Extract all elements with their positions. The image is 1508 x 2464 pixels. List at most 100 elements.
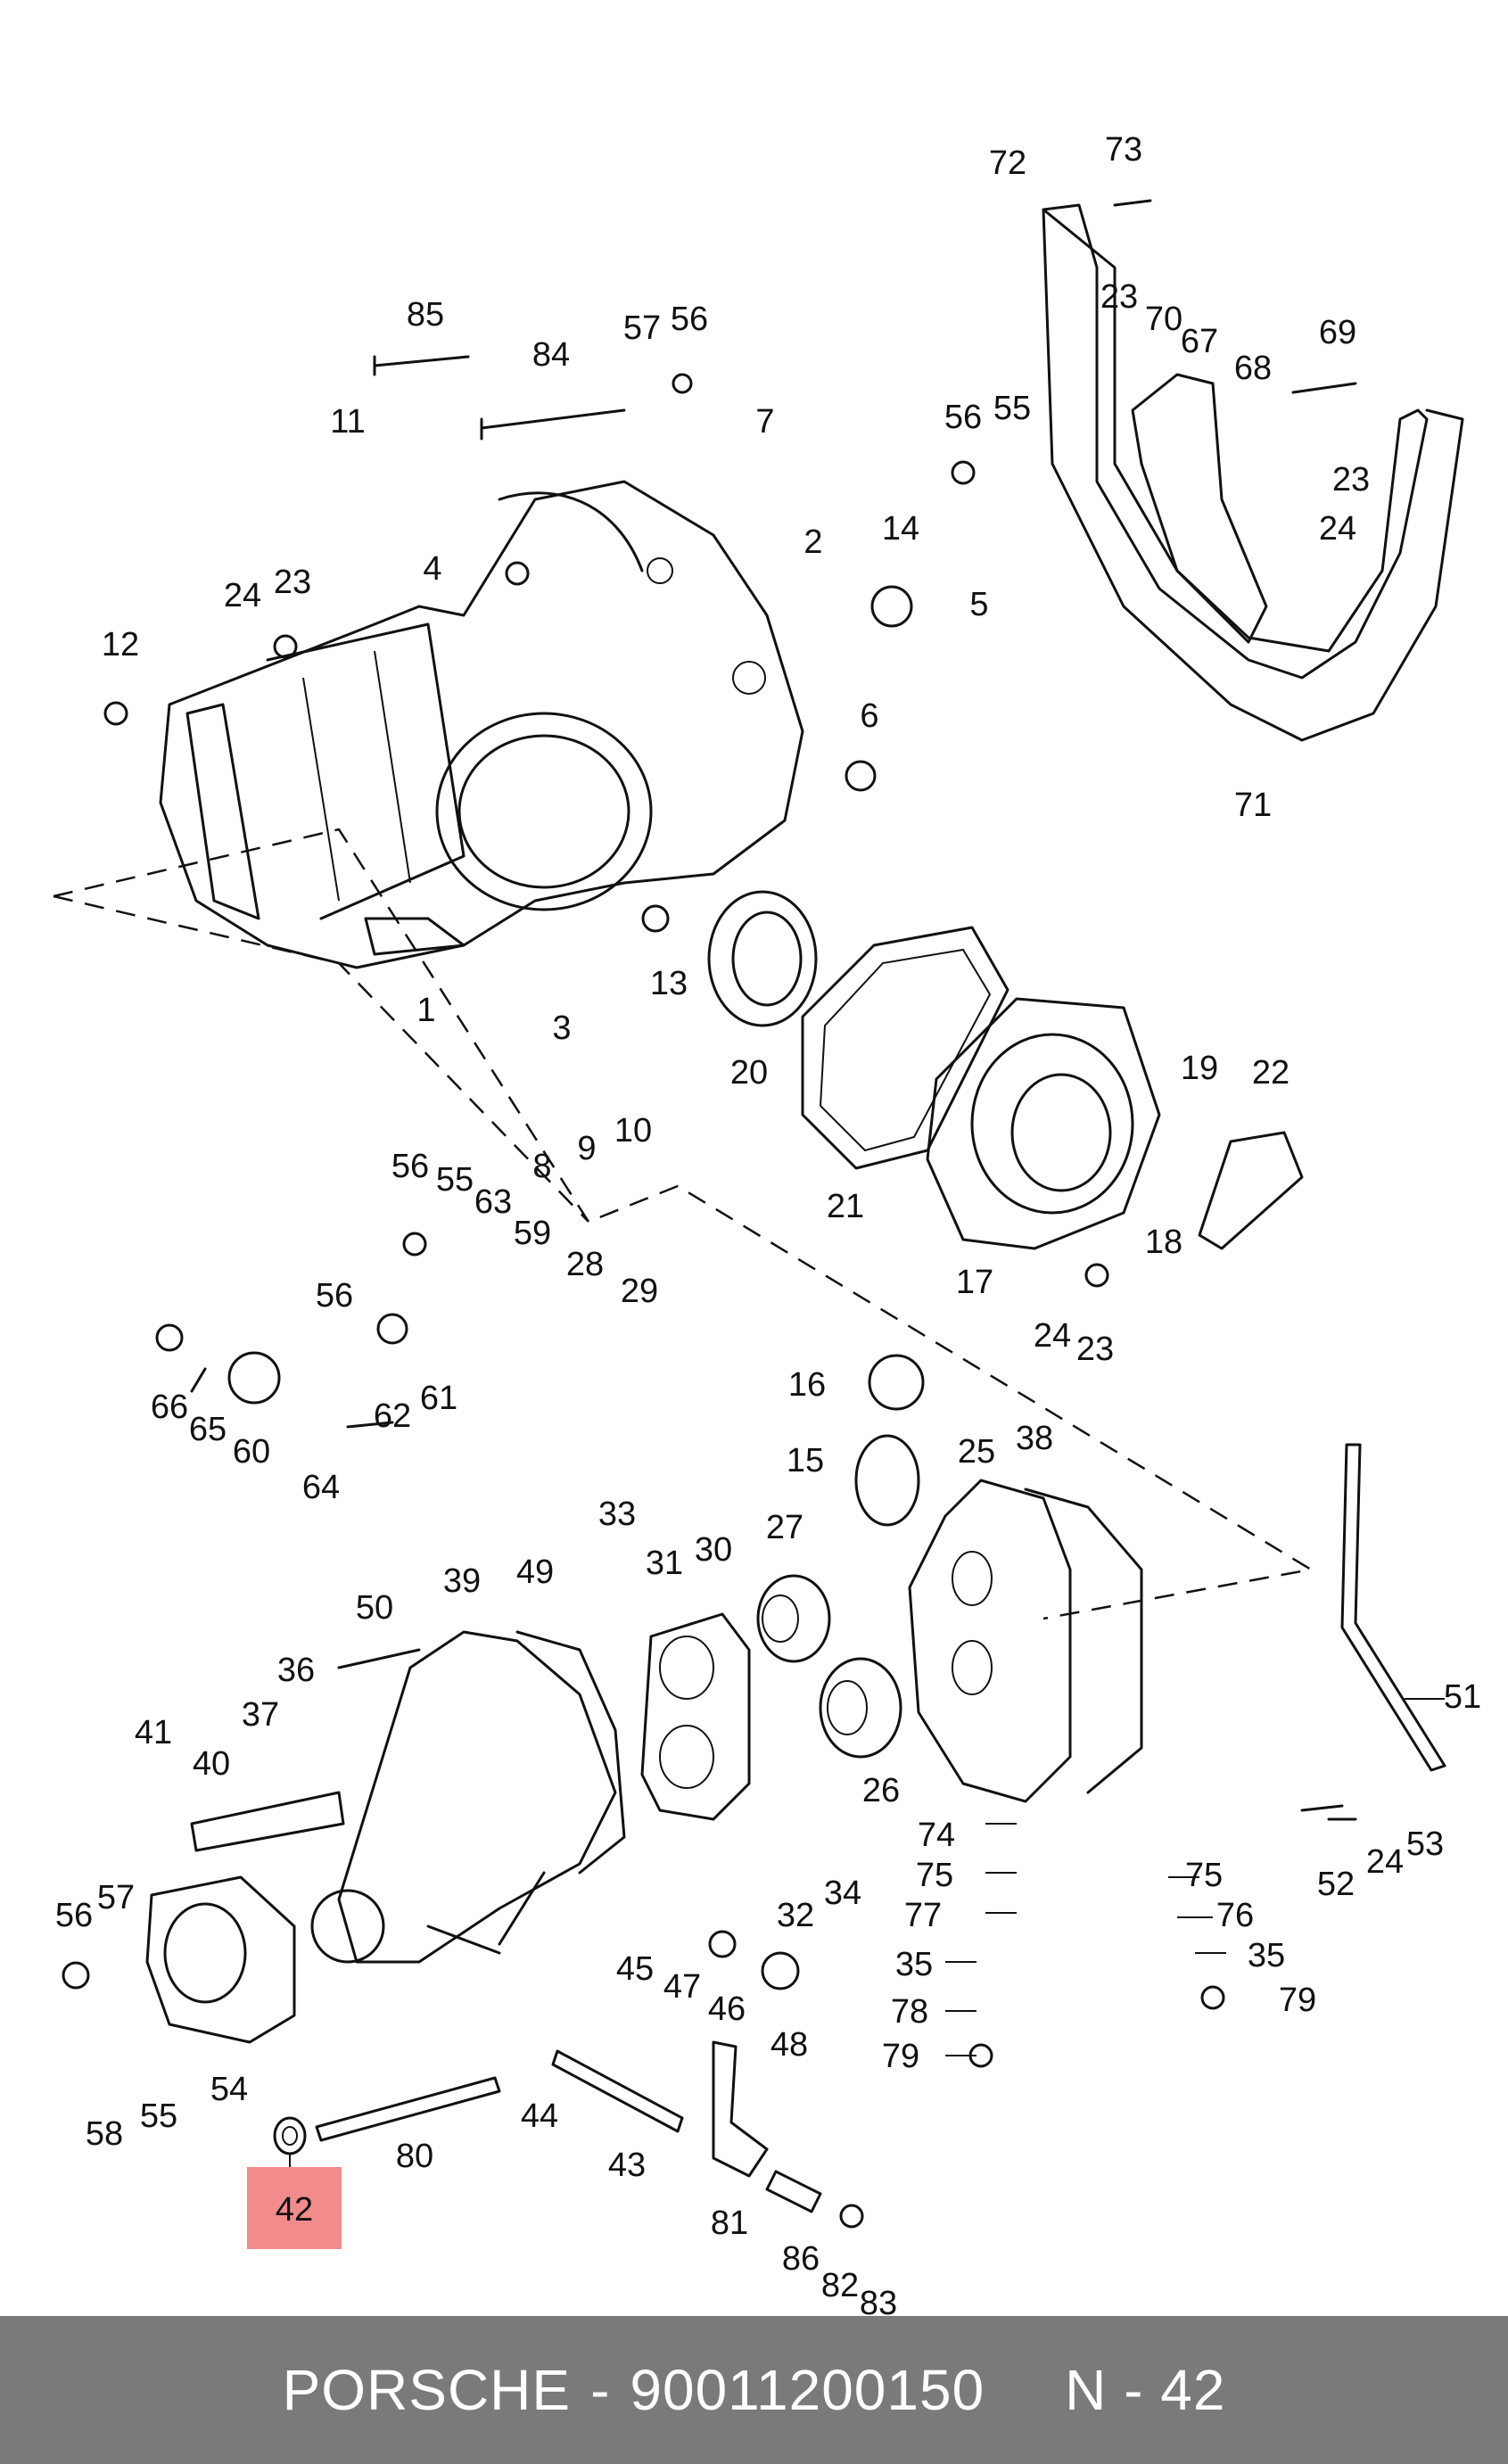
callout-12: 12 — [102, 626, 139, 663]
callout-50: 50 — [356, 1589, 393, 1627]
callout-74: 74 — [918, 1817, 955, 1854]
callout-5: 5 — [969, 586, 988, 623]
callout-55: 55 — [140, 2097, 177, 2135]
callout-11: 11 — [330, 403, 365, 441]
callout-24: 24 — [224, 577, 261, 614]
callout-40: 40 — [193, 1745, 230, 1783]
callout-66: 66 — [151, 1389, 188, 1426]
callout-54: 54 — [210, 2071, 248, 2108]
end-cover — [145, 1875, 296, 2044]
brand-name: PORSCHE — [282, 2358, 572, 2422]
diagram-position: N - 42 — [1065, 2358, 1226, 2422]
callout-69: 69 — [1319, 314, 1356, 351]
brand-separator: - — [590, 2358, 611, 2422]
assembly-boundary-lower — [53, 894, 589, 1223]
callout-84: 84 — [532, 336, 570, 374]
callout-86: 86 — [782, 2240, 820, 2278]
callout-46: 46 — [708, 1990, 746, 2028]
part-footer-bar: PORSCHE-90011200150 N - 42 — [0, 2316, 1508, 2464]
callout-4: 4 — [423, 550, 441, 588]
part-number: 90011200150 — [630, 2358, 985, 2422]
gasket-21 — [801, 926, 1009, 1170]
callout-35: 35 — [895, 1946, 933, 1983]
callout-42: 42 — [276, 2191, 313, 2229]
bearing-27 — [756, 1574, 831, 1663]
callout-13: 13 — [650, 965, 688, 1002]
callout-25: 25 — [958, 1433, 995, 1471]
callout-29: 29 — [621, 1273, 658, 1310]
callout-19: 19 — [1181, 1050, 1218, 1087]
bearing-26 — [819, 1657, 902, 1759]
callout-32: 32 — [777, 1897, 814, 1934]
callout-22: 22 — [1252, 1054, 1290, 1092]
callout-55: 55 — [993, 390, 1031, 427]
callout-83: 83 — [860, 2285, 897, 2319]
callout-27: 27 — [766, 1509, 803, 1546]
callout-26: 26 — [862, 1772, 900, 1809]
gasket-31-30 — [640, 1612, 751, 1821]
callout-51: 51 — [1444, 1678, 1481, 1716]
callout-15: 15 — [787, 1442, 824, 1479]
shaft-40 — [190, 1791, 345, 1852]
callout-79: 79 — [882, 2038, 919, 2075]
callout-8: 8 — [532, 1148, 551, 1185]
callout-53: 53 — [1406, 1825, 1444, 1863]
callout-67: 67 — [1181, 323, 1218, 360]
callout-24: 24 — [1319, 510, 1356, 548]
callout-75: 75 — [916, 1857, 953, 1894]
bushing-42 — [273, 2116, 307, 2155]
callout-56: 56 — [944, 399, 982, 436]
callout-14: 14 — [882, 510, 919, 548]
callout-63: 63 — [474, 1183, 512, 1221]
callout-77: 77 — [904, 1897, 942, 1934]
callout-23: 23 — [1076, 1331, 1114, 1368]
callout-1: 1 — [416, 992, 435, 1029]
callout-56: 56 — [316, 1277, 353, 1314]
callout-82: 82 — [821, 2267, 859, 2304]
callout-57: 57 — [623, 309, 661, 347]
highlight-box — [247, 2167, 342, 2249]
callout-23: 23 — [1100, 278, 1138, 316]
seal-20 — [707, 890, 818, 1027]
callout-6: 6 — [860, 697, 878, 735]
callout-41: 41 — [135, 1714, 172, 1751]
callout-23: 23 — [1332, 461, 1370, 499]
shaft-43 — [551, 2049, 684, 2133]
gear-carrier — [310, 1630, 626, 1964]
pin-86 — [765, 2170, 822, 2213]
callout-18: 18 — [1145, 1224, 1183, 1261]
lever-81 — [712, 2040, 769, 2178]
callout-36: 36 — [277, 1652, 315, 1689]
callout-24: 24 — [1366, 1843, 1404, 1881]
callout-75: 75 — [1185, 1857, 1223, 1894]
callout-23: 23 — [274, 564, 311, 601]
callout-10: 10 — [614, 1112, 652, 1150]
callout-21: 21 — [827, 1188, 864, 1225]
transmission-housing — [159, 480, 804, 969]
callout-49: 49 — [516, 1553, 554, 1591]
callout-70: 70 — [1145, 301, 1183, 338]
callout-58: 58 — [86, 2115, 123, 2153]
lever-22 — [1198, 1131, 1304, 1250]
callout-61: 61 — [420, 1380, 457, 1417]
callout-24: 24 — [1034, 1317, 1071, 1355]
callout-33: 33 — [598, 1496, 636, 1533]
shift-rod-51 — [1340, 1443, 1446, 1772]
callout-57: 57 — [97, 1879, 135, 1916]
intermediate-plate — [908, 1479, 1143, 1803]
callout-20: 20 — [730, 1054, 768, 1092]
front-cover — [926, 997, 1161, 1250]
callout-60: 60 — [233, 1433, 270, 1471]
callout-71: 71 — [1234, 787, 1272, 824]
mount-bracket — [1042, 203, 1464, 742]
callout-39: 39 — [443, 1562, 481, 1600]
gearbox-exploded-view: 72 73 23 70 67 68 69 56 55 23 24 71 85 8… — [53, 131, 1481, 2319]
callout-78: 78 — [891, 1993, 928, 2031]
callout-16: 16 — [788, 1366, 826, 1404]
callout-34: 34 — [824, 1875, 861, 1912]
callout-17: 17 — [956, 1264, 993, 1301]
callout-56: 56 — [671, 301, 708, 338]
callout-85: 85 — [407, 296, 444, 334]
callout-9: 9 — [577, 1130, 596, 1167]
callout-59: 59 — [514, 1215, 551, 1252]
